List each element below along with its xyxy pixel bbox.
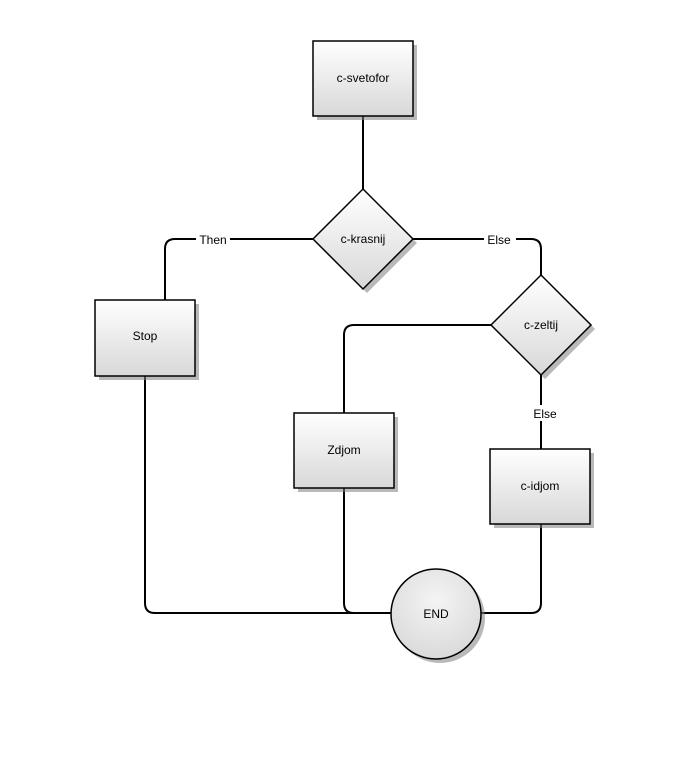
decision-yellow-label: c-zeltij <box>524 318 558 332</box>
edge-labels: Then Else Else <box>196 232 560 421</box>
edges <box>144 116 542 614</box>
node-wait-label: Zdjom <box>327 443 360 457</box>
decision-yellow: c-zeltij <box>489 273 595 379</box>
decision-red-label: c-krasnij <box>341 232 386 246</box>
node-stop: Stop <box>94 299 199 380</box>
decision-red: c-krasnij <box>311 187 417 293</box>
edge-yellow-then-wait <box>343 324 491 413</box>
edge-go-to-end <box>481 524 542 614</box>
node-start-label: c-svetofor <box>337 71 390 85</box>
node-go: c-idjom <box>489 448 594 528</box>
node-end-label: END <box>423 607 449 621</box>
node-end: END <box>390 568 485 663</box>
node-go-label: c-idjom <box>521 479 560 493</box>
label-then: Then <box>199 233 226 247</box>
edge-red-then-stop <box>164 238 313 300</box>
node-wait: Zdjom <box>293 412 398 492</box>
edge-stop-to-end <box>144 376 391 614</box>
label-else-yellow: Else <box>533 407 557 421</box>
edge-wait-to-end <box>343 488 391 614</box>
node-stop-label: Stop <box>133 329 158 343</box>
label-else-red: Else <box>487 233 511 247</box>
edge-red-else-yellow <box>413 238 542 275</box>
node-start: c-svetofor <box>312 40 417 120</box>
